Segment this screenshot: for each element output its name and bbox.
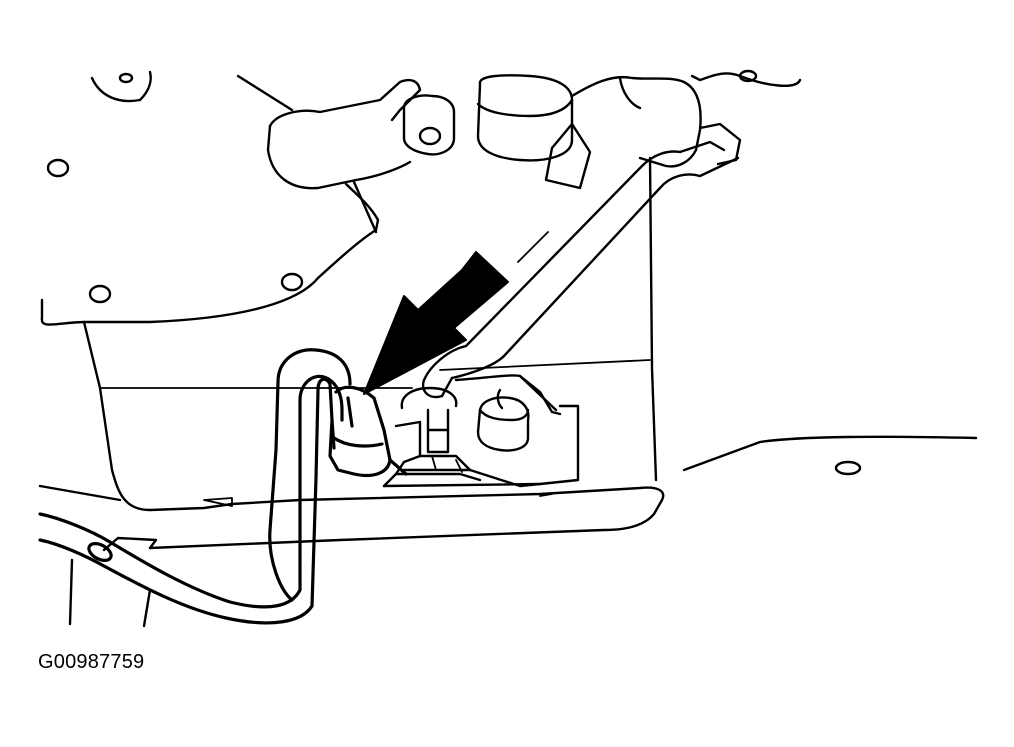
callout-arrow-icon — [363, 251, 509, 395]
engine-block — [38, 69, 978, 628]
shift-linkage — [382, 374, 580, 488]
wrench-tool — [421, 140, 740, 399]
wire-harness — [38, 348, 408, 625]
figure-id-label: G00987759 — [38, 651, 145, 673]
